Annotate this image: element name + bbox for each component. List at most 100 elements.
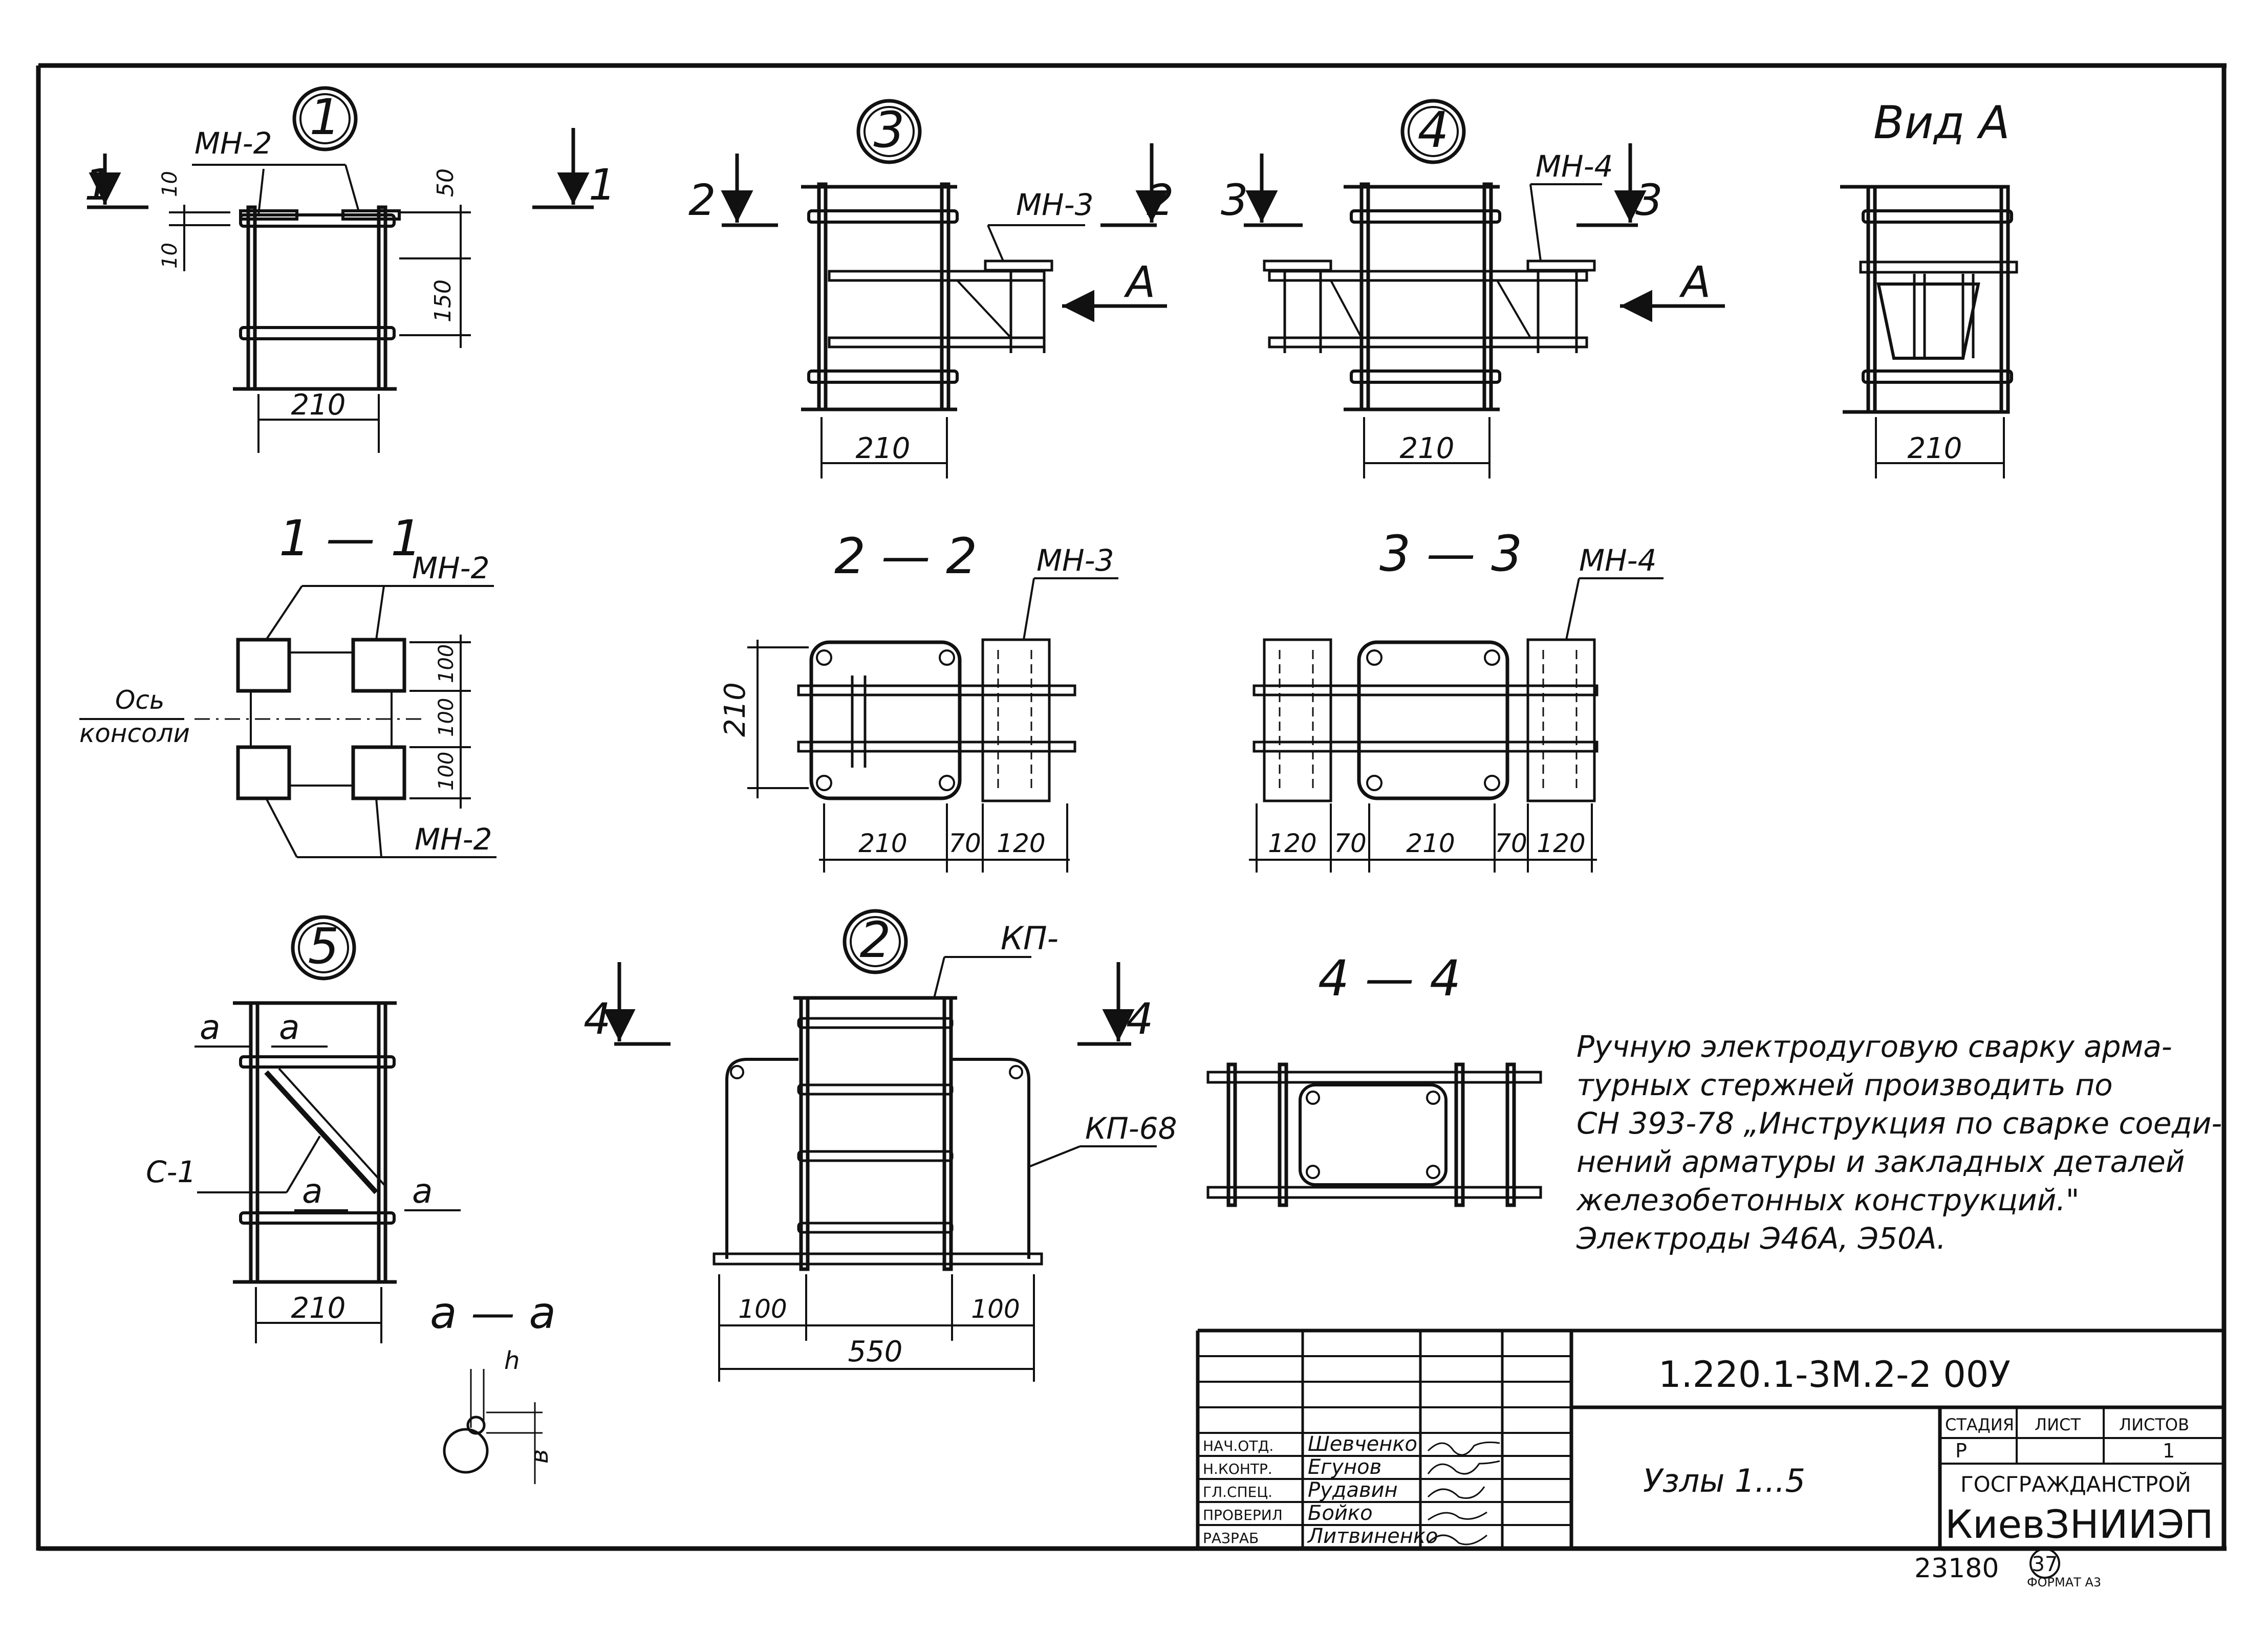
title-block bbox=[1196, 1329, 2224, 1549]
node-2-label: 2 bbox=[859, 911, 891, 969]
view-a-title: Вид А bbox=[1873, 96, 2010, 149]
cut-3-right: 3 bbox=[1635, 175, 1662, 225]
axis-label-2: консоли bbox=[79, 718, 190, 748]
note-line-6: Электроды Э46А, Э50А. bbox=[1576, 1221, 1946, 1256]
role-2: Н.КОНТР. bbox=[1203, 1461, 1272, 1477]
cut-3-left: 3 bbox=[1221, 175, 1248, 225]
stage-header: СТАДИЯ bbox=[1945, 1415, 2014, 1434]
section-1-1-title: 1 — 1 bbox=[279, 510, 422, 567]
stage-value: Р bbox=[1955, 1440, 1967, 1462]
view-a-arrow-label-3: А bbox=[1124, 257, 1155, 307]
note-line-4: нений арматуры и закладных деталей bbox=[1576, 1144, 2185, 1179]
dim-120-s33-left: 120 bbox=[1268, 829, 1316, 858]
label-mn2-bottom: МН-2 bbox=[415, 822, 492, 857]
node-5-label: 5 bbox=[308, 918, 339, 975]
node-2-circle bbox=[843, 909, 908, 974]
dim-120-s33-right: 120 bbox=[1537, 829, 1585, 858]
dim-10-bottom: 10 bbox=[158, 243, 182, 269]
label-a-2: а bbox=[279, 1008, 299, 1047]
section-2-2 bbox=[747, 577, 1118, 873]
dim-210-node4: 210 bbox=[1400, 432, 1455, 465]
dim-210-node3: 210 bbox=[856, 432, 911, 465]
dim-210-viewa: 210 bbox=[1908, 432, 1962, 465]
title-block-text: 1.220.1-3М.2-2 00У Узлы 1...5 СТАДИЯ ЛИС… bbox=[1203, 1354, 2214, 1548]
footer: 23180 37 ФОРМАТ А3 bbox=[1914, 1548, 2101, 1590]
node-5-circle bbox=[291, 915, 356, 981]
sheet-name: Узлы 1...5 bbox=[1643, 1462, 1805, 1499]
dim-70-s33-right: 70 bbox=[1495, 829, 1527, 858]
role-1: НАЧ.ОТД. bbox=[1203, 1438, 1273, 1454]
node-2-text: 2 КП- КП-68 4 4 100 100 550 bbox=[584, 911, 1177, 1368]
label-kp68: КП-68 bbox=[1085, 1111, 1177, 1146]
label-c1: С-1 bbox=[146, 1155, 196, 1189]
cut-1-right: 1 bbox=[589, 160, 616, 210]
name-3: Рудавин bbox=[1308, 1478, 1398, 1502]
dim-10-top: 10 bbox=[158, 171, 182, 197]
note-line-3: СН 393-78 „Инструкция по сварке соеди- bbox=[1576, 1106, 2222, 1141]
dim-210-node1: 210 bbox=[291, 388, 346, 422]
signature-4 bbox=[1428, 1511, 1487, 1521]
dim-100-right: 100 bbox=[971, 1294, 1020, 1324]
section-2-2-title: 2 — 2 bbox=[834, 528, 977, 585]
label-h: h bbox=[504, 1346, 520, 1375]
dim-210-s22: 210 bbox=[858, 829, 907, 858]
sheet-frame bbox=[36, 63, 2227, 1551]
node-3 bbox=[721, 99, 1168, 478]
node-5 bbox=[195, 915, 543, 1484]
node-2 bbox=[603, 909, 1157, 1382]
node-1 bbox=[87, 86, 594, 453]
label-kp: КП- bbox=[1001, 920, 1059, 957]
node-4-text: 4 МН-4 3 3 А 210 bbox=[1221, 101, 1711, 465]
org-line-1: ГОСГРАЖДАНСТРОЙ bbox=[1960, 1471, 2191, 1497]
cut-2-right: 2 bbox=[1147, 175, 1174, 225]
dim-150: 150 bbox=[430, 279, 456, 322]
section-3-3 bbox=[1249, 577, 1664, 873]
format-label: ФОРМАТ А3 bbox=[2027, 1575, 2101, 1590]
dim-210-node5: 210 bbox=[291, 1292, 346, 1325]
inventory-number: 23180 bbox=[1914, 1553, 1999, 1584]
dim-100-c: 100 bbox=[435, 752, 458, 791]
label-mn4-node4: МН-4 bbox=[1536, 149, 1613, 184]
section-3-3-title: 3 — 3 bbox=[1379, 525, 1522, 582]
sheets-value: 1 bbox=[2163, 1440, 2175, 1462]
dim-120-s22: 120 bbox=[997, 829, 1045, 858]
section-1-1 bbox=[79, 585, 496, 858]
section-4-4 bbox=[1206, 1062, 1542, 1207]
note-line-1: Ручную электродуговую сварку арма- bbox=[1576, 1029, 2172, 1064]
label-a-4: а bbox=[412, 1171, 433, 1211]
sheets-header: ЛИСТОВ bbox=[2119, 1415, 2189, 1434]
dim-100-b: 100 bbox=[435, 698, 458, 737]
signature-2 bbox=[1427, 1460, 1500, 1475]
section-1-1-text: 1 — 1 МН-2 МН-2 Ось консоли 100 100 100 bbox=[79, 510, 492, 857]
section-3-3-text: 3 — 3 МН-4 120 70 210 70 120 bbox=[1268, 525, 1656, 858]
name-5: Литвиненко bbox=[1307, 1525, 1438, 1548]
cut-2-left: 2 bbox=[688, 175, 716, 225]
role-5: РАЗРАБ bbox=[1203, 1530, 1259, 1547]
name-1: Шевченко bbox=[1308, 1432, 1417, 1456]
note-line-2: турных стержней производить по bbox=[1576, 1068, 2113, 1102]
role-3: ГЛ.СПЕЦ. bbox=[1203, 1484, 1272, 1500]
signature-5 bbox=[1427, 1534, 1487, 1545]
node-1-label: 1 bbox=[309, 89, 340, 146]
label-mn3-node3: МН-3 bbox=[1016, 187, 1094, 222]
dim-50: 50 bbox=[433, 168, 459, 197]
signature-3 bbox=[1427, 1486, 1485, 1499]
node-4 bbox=[1244, 99, 1725, 478]
name-4: Бойко bbox=[1308, 1501, 1373, 1525]
label-a-1: а bbox=[200, 1008, 220, 1047]
node-5-text: 5 а а а а С-1 210 а — а h в bbox=[146, 918, 556, 1464]
welding-note: Ручную электродуговую сварку арма- турны… bbox=[1575, 1029, 2222, 1256]
dim-550: 550 bbox=[848, 1335, 903, 1368]
dim-100-a: 100 bbox=[435, 644, 458, 683]
signature-1 bbox=[1427, 1441, 1500, 1456]
view-a bbox=[1840, 185, 2018, 478]
section-a-a-title: а — а bbox=[430, 1288, 556, 1339]
label-mn2-node1: МН-2 bbox=[195, 126, 272, 161]
node-3-label: 3 bbox=[873, 101, 904, 159]
cut-1-left: 1 bbox=[84, 160, 112, 210]
doc-code: 1.220.1-3М.2-2 00У bbox=[1658, 1354, 2011, 1396]
dim-100-left: 100 bbox=[738, 1294, 787, 1324]
label-a-3: а bbox=[302, 1171, 322, 1211]
